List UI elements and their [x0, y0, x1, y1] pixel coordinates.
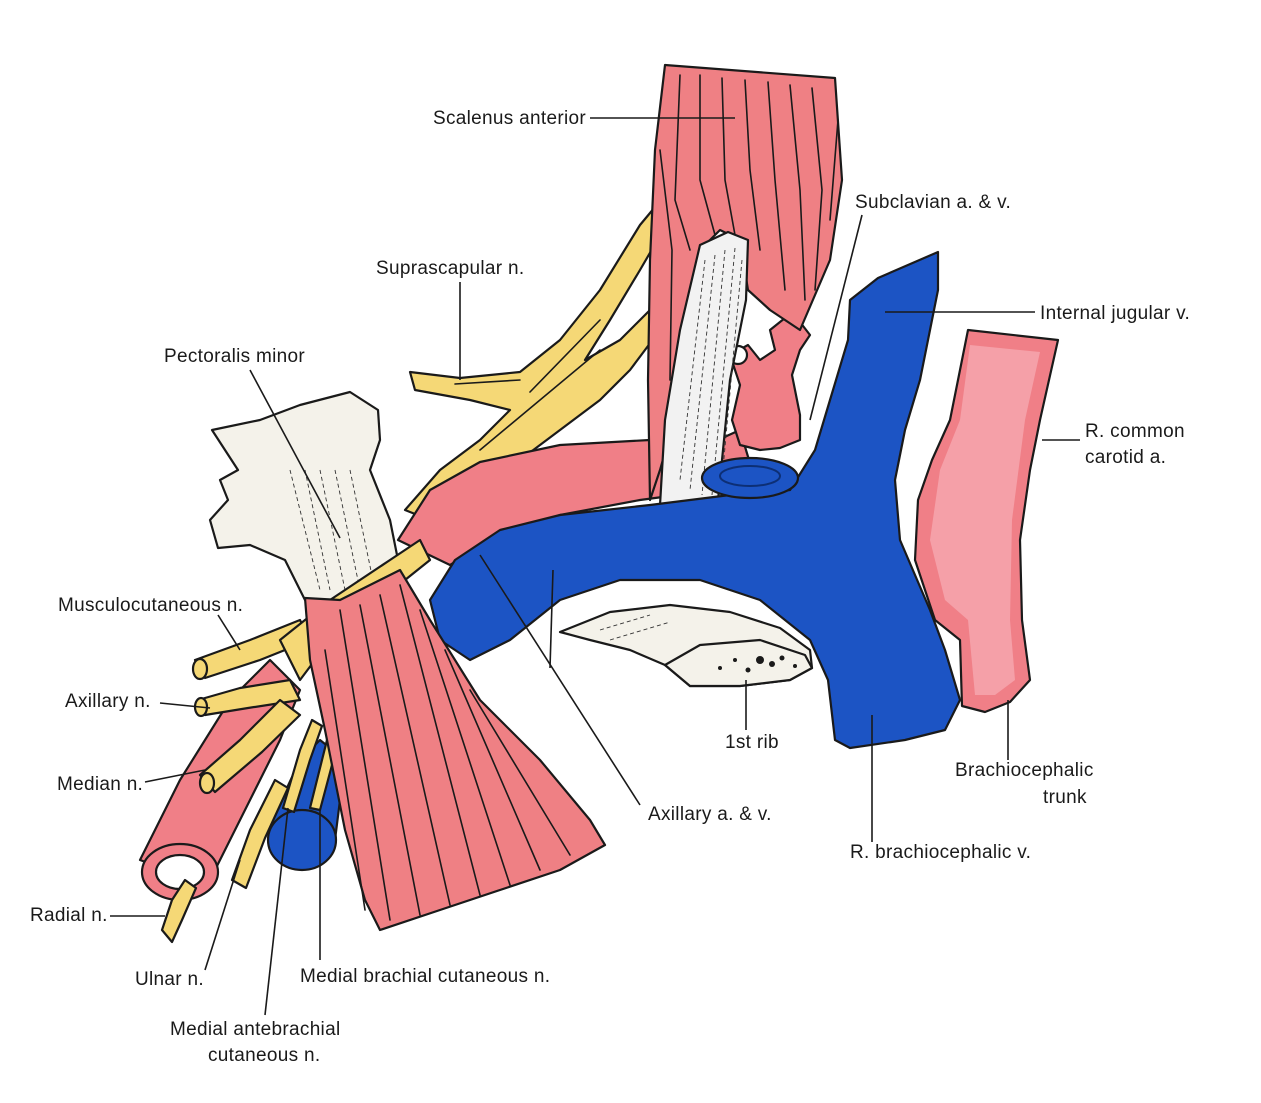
leader-musculocutaneous [217, 614, 241, 651]
venous-system [428, 250, 962, 750]
label-radial: Radial n. [30, 905, 108, 926]
pectoralis-minor-muscle [303, 568, 607, 932]
label-scalenus-anterior: Scalenus anterior [433, 108, 586, 129]
label-pectoralis-minor: Pectoralis minor [164, 346, 305, 367]
leader-pectoralis [249, 369, 341, 539]
label-musculocutaneous: Musculocutaneous n. [58, 595, 243, 616]
leader-medial-antebrachial [264, 807, 289, 1016]
label-median: Median n. [57, 774, 143, 795]
leader-median [144, 769, 206, 783]
label-suprascapular: Suprascapular n. [376, 258, 524, 279]
leader-lines [110, 117, 1080, 1016]
leader-axillary-av-1 [479, 554, 641, 806]
label-brachio-trunk-line2: trunk [1043, 787, 1087, 808]
label-brachiocephalic-v: R. brachiocephalic v. [850, 842, 1031, 863]
label-brachio-trunk-line1: Brachiocephalic [955, 760, 1094, 781]
subclavian-vein-cut-end [700, 456, 800, 500]
label-carotid-line2: carotid a. [1085, 447, 1166, 468]
leader-subclavian [809, 214, 863, 421]
coracoid-process [208, 390, 402, 602]
label-internal-jugular: Internal jugular v. [1040, 303, 1190, 324]
label-medial-brachial: Medial brachial cutaneous n. [300, 966, 550, 987]
leader-ulnar [204, 859, 241, 971]
leader-axillary-av-2 [549, 569, 554, 669]
subclavian-artery-branches [728, 316, 812, 452]
carotid-highlight [930, 345, 1040, 695]
brachial-vein-cut-end [266, 808, 338, 872]
label-first-rib: 1st rib [725, 732, 779, 753]
leader-axillary-n [159, 702, 211, 709]
scalenus-tendon [658, 230, 750, 507]
label-subclavian: Subclavian a. & v. [855, 192, 1011, 213]
scalenus-anterior-muscle [646, 63, 844, 502]
label-ulnar: Ulnar n. [135, 969, 204, 990]
label-carotid-line1: R. common [1085, 421, 1185, 442]
label-axillary-n: Axillary n. [65, 691, 151, 712]
first-rib [558, 603, 814, 688]
label-medial-antebrachial-line1: Medial antebrachial [170, 1019, 340, 1040]
labels: Scalenus anterior Subclavian a. & v. Sup… [30, 108, 1190, 1066]
label-axillary-av: Axillary a. & v. [648, 804, 772, 825]
label-medial-antebrachial-line2: cutaneous n. [208, 1045, 320, 1066]
